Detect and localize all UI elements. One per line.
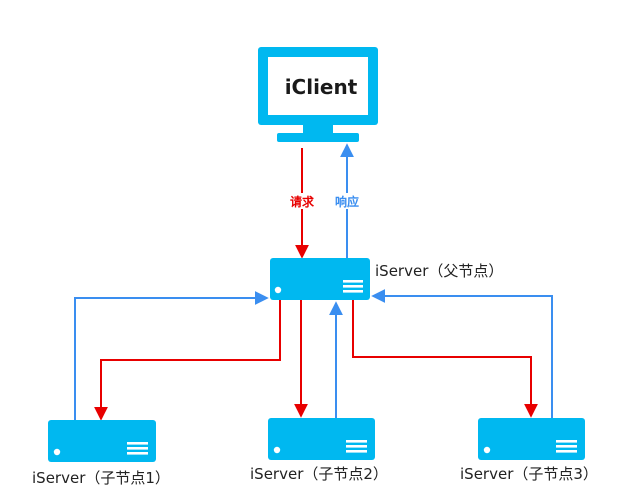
server-icon xyxy=(478,418,585,460)
iclient-label: iClient xyxy=(285,75,358,99)
child-server-label-1: iServer（子节点1） xyxy=(32,469,170,487)
iclient-node: iClient xyxy=(258,47,378,142)
parent-server-node: iServer（父节点） xyxy=(270,258,503,300)
child-parent-responses xyxy=(74,289,553,420)
monitor-icon xyxy=(258,47,378,142)
server-icon xyxy=(270,258,370,300)
parent-child-requests xyxy=(94,300,538,421)
response-arrow-child1 xyxy=(74,291,269,420)
child-server-node-3: iServer（子节点3） xyxy=(460,418,598,483)
client-parent-edges: 请求 响应 xyxy=(286,143,363,259)
request-arrow-child3 xyxy=(352,300,538,418)
parent-server-label: iServer（父节点） xyxy=(375,262,503,280)
server-icon xyxy=(48,420,156,462)
child-server-node-1: iServer（子节点1） xyxy=(32,420,170,487)
child-server-label-3: iServer（子节点3） xyxy=(460,465,598,483)
child-server-node-2: iServer（子节点2） xyxy=(250,418,388,483)
request-arrow-child1 xyxy=(94,300,281,421)
server-icon xyxy=(268,418,375,460)
child-server-label-2: iServer（子节点2） xyxy=(250,465,388,483)
response-label: 响应 xyxy=(335,194,359,209)
response-arrow-child3 xyxy=(371,289,553,418)
request-label: 请求 xyxy=(290,194,315,209)
